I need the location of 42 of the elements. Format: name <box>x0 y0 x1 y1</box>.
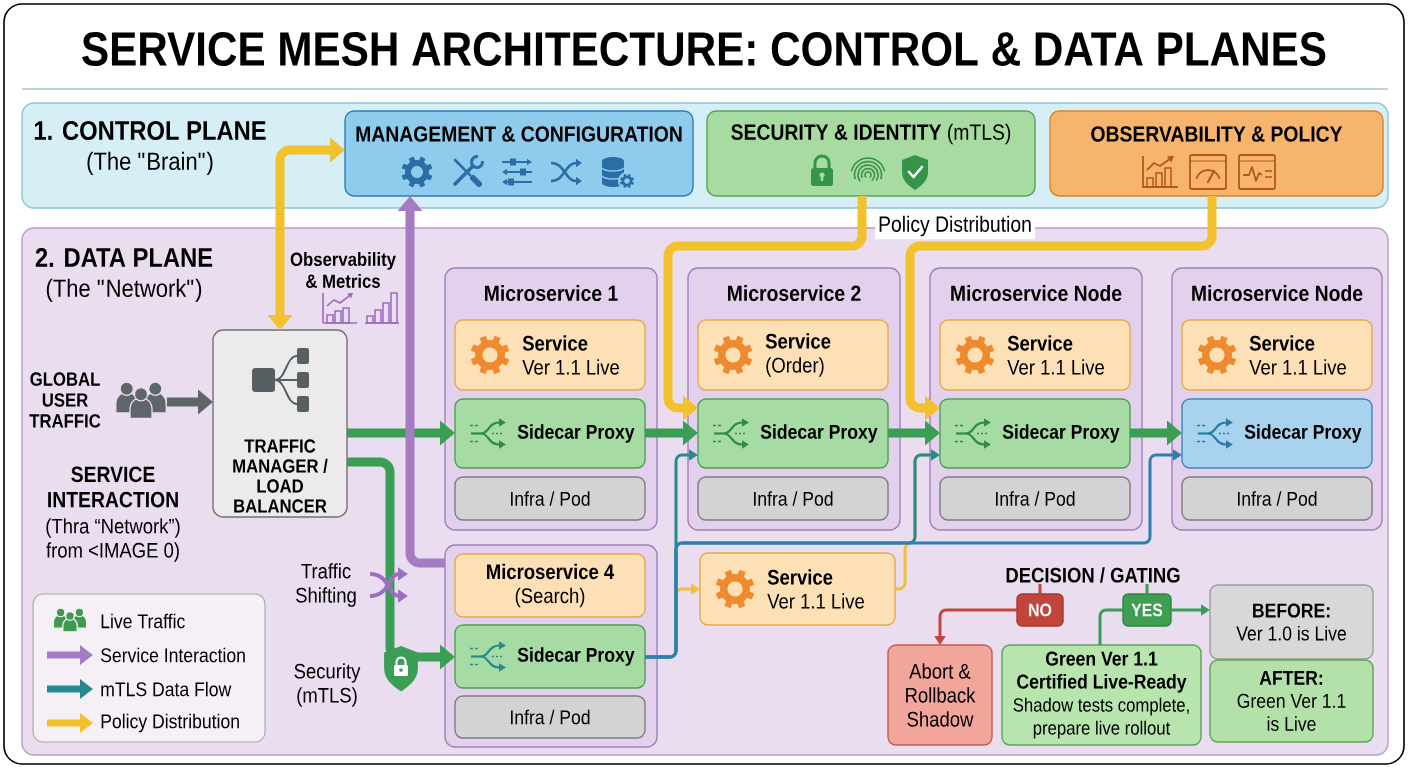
section-heading: SERVICE INTERACTION <box>48 466 178 508</box>
pod-box: Infra / Pod <box>697 476 889 521</box>
flow-label: Observability & Metrics <box>290 252 396 288</box>
load-balancer-box: TRAFFIC MANAGER / LOAD BALANCER <box>212 329 348 518</box>
pod-box: Infra / Pod <box>454 476 646 521</box>
flow-label: Policy Distribution <box>875 212 1035 240</box>
service-box: Service Ver 1.1 Live <box>699 552 896 626</box>
flow-label: Traffic Shifting <box>296 563 356 607</box>
service-box: Service Ver 1.1 Live <box>939 319 1131 391</box>
proxy-box: Sidecar Proxy <box>454 624 646 689</box>
proxy-box: Sidecar Proxy <box>454 398 646 469</box>
decision-badge: YES <box>1122 593 1172 627</box>
pod-box: Infra / Pod <box>454 695 646 739</box>
proxy-box: Sidecar Proxy <box>939 398 1131 469</box>
connector-line <box>1098 608 1123 645</box>
caption-text: (Thra “Network”) from <IMAGE 0) <box>46 518 180 562</box>
service-box: Service Ver 1.1 Live <box>454 319 646 391</box>
category-box: SECURITY & IDENTITY (mTLS) <box>706 110 1036 197</box>
category-box: MANAGEMENT & CONFIGURATION <box>344 110 694 197</box>
proxy-box: Sidecar Proxy <box>1181 398 1373 469</box>
connector-line <box>1038 584 1042 594</box>
traffic-source-label: GLOBAL USER TRAFFIC <box>29 372 101 428</box>
flow-label: Security (mTLS) <box>294 663 361 707</box>
outcome-box: Abort & Rollback Shadow <box>887 644 993 746</box>
status-box: BEFORE: Ver 1.0 is Live <box>1209 584 1374 660</box>
legend-label: Policy Distribution <box>101 713 239 733</box>
proxy-box: Sidecar Proxy <box>697 398 889 469</box>
pod-box: Infra / Pod <box>939 476 1131 521</box>
decision-badge: NO <box>1016 593 1064 627</box>
title: SERVICE MESH ARCHITECTURE: CONTROL & DATA PLANES <box>82 32 1326 66</box>
pod-box: Infra / Pod <box>1181 476 1373 521</box>
service-box: Service Ver 1.1 Live <box>1181 319 1373 391</box>
outcome-box: Green Ver 1.1 Certified Live-Ready Shadow tests complete, prepare live rollout <box>1001 644 1202 746</box>
legend-label: Live Traffic <box>101 613 185 629</box>
service-header-box: Microservice 4 (Search) <box>454 553 646 618</box>
section-heading: DECISION / GATING <box>1006 567 1180 583</box>
legend-label: Service Interaction <box>101 647 245 663</box>
service-box: Service (Order) <box>697 319 889 391</box>
status-box: AFTER: Green Ver 1.1 is Live <box>1209 659 1374 743</box>
legend-label: mTLS Data Flow <box>101 681 232 697</box>
connector-line <box>1145 584 1149 594</box>
category-box: OBSERVABILITY & POLICY <box>1049 110 1384 197</box>
